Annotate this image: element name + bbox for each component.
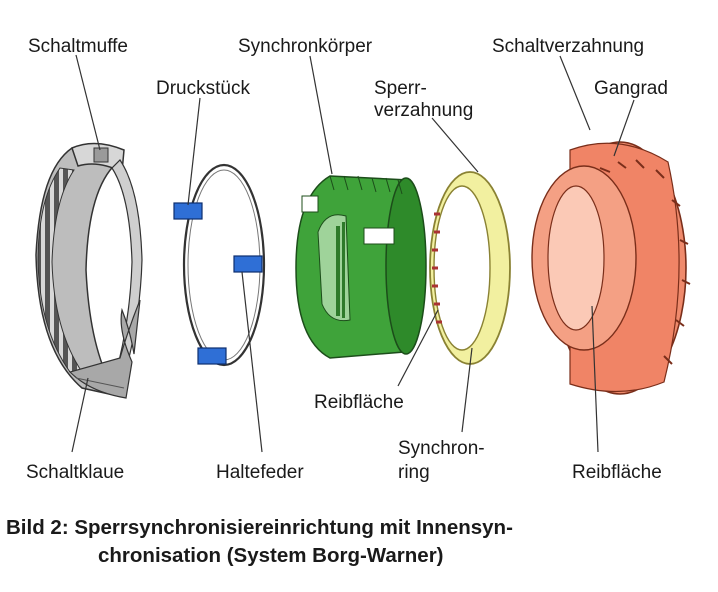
- gear-wheel: [531, 141, 691, 395]
- pressure-piece: [173, 202, 263, 365]
- exploded-synchronizer-diagram: Schaltmuffe Druckstück Synchronkörper Sc…: [26, 36, 691, 483]
- synchronizer-ring: [429, 171, 511, 365]
- caption-line-2: chronisation (System Borg-Warner): [98, 544, 444, 567]
- label-haltefeder: Haltefeder: [216, 462, 304, 483]
- shift-dog-teeth: [68, 299, 141, 399]
- leader-lines: [71, 54, 635, 453]
- label-synchronring-1: Synchron-: [398, 438, 485, 459]
- shift-sleeve: [35, 142, 143, 398]
- label-reibflaeche-ring: Reibfläche: [314, 392, 404, 413]
- label-synchronkoerper: Synchronkörper: [238, 36, 373, 57]
- label-schaltklaue: Schaltklaue: [26, 462, 124, 483]
- label-gangrad: Gangrad: [594, 78, 668, 99]
- label-schaltverzahnung: Schaltverzahnung: [492, 36, 644, 57]
- label-synchronring-2: ring: [398, 462, 430, 483]
- caption-line-1: Bild 2: Sperrsynchronisiereinrichtung mi…: [6, 516, 513, 539]
- label-sperrverzahnung-2: verzahnung: [374, 100, 473, 121]
- label-sperrverzahnung-1: Sperr-: [374, 78, 427, 99]
- label-reibflaeche-gear: Reibfläche: [572, 462, 662, 483]
- label-schaltmuffe: Schaltmuffe: [28, 36, 128, 57]
- figure-caption: Bild 2: Sperrsynchronisiereinrichtung mi…: [6, 514, 706, 570]
- label-druckstueck: Druckstück: [156, 78, 250, 99]
- synchronizer-body: [295, 175, 427, 359]
